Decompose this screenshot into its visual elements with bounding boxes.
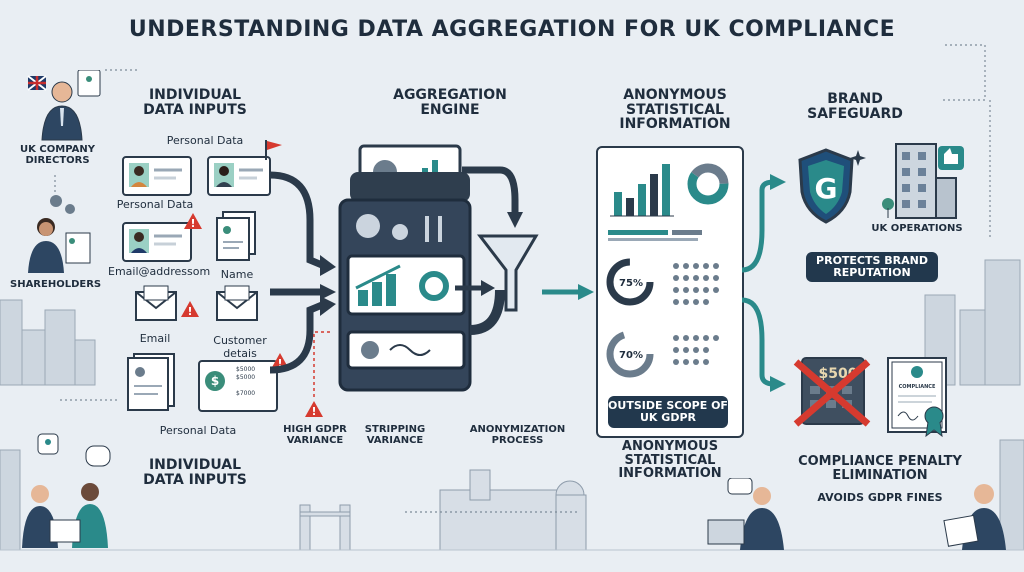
stripping-label: STRIPPING VARIANCE [364, 424, 426, 446]
operations-label: UK OPERATIONS [871, 223, 963, 234]
compliance-certificate-icon: COMPLIANCE [887, 357, 947, 438]
crossed-fine-icon: $500 [793, 357, 871, 427]
brand-heading: BRAND SAFEGUARD [807, 91, 903, 122]
red-flag-icon [265, 140, 282, 160]
svg-text:G: G [815, 172, 838, 205]
shield-icon: G [798, 148, 866, 224]
inputs-heading-bottom: INDIVIDUAL DATA INPUTS [143, 457, 247, 488]
reviewer-icon [943, 484, 1006, 550]
svg-text:!: ! [277, 357, 282, 370]
email-address-label: Email@addressom [108, 265, 211, 278]
shareholder-icon [28, 195, 91, 273]
aggregation-engine-machine [338, 144, 539, 392]
anonymization-label: ANONYMIZATION PROCESS [469, 424, 566, 446]
stats-data-bars [608, 230, 702, 241]
personal-data-bottom-label: Personal Data [159, 424, 237, 437]
receipt-line-2: $5000 [236, 374, 256, 381]
warning-icon: ! [181, 301, 199, 318]
svg-text:!: ! [190, 217, 195, 230]
outside-scope-badge: OUTSIDE SCOPE OF UK GDPR [608, 396, 728, 429]
name-label: Name [220, 268, 254, 281]
laptop-worker-icon [707, 478, 784, 550]
teal-arrow-to-stats [542, 284, 594, 300]
customer-envelope-icon [216, 285, 258, 321]
id-card-2 [207, 156, 271, 196]
warning-icon: ! [305, 401, 323, 418]
customer-details-label: Customer detais [213, 334, 267, 360]
directors-label: UK COMPANY DIRECTORS [20, 144, 95, 166]
receipt-card: $ $5000 $5000 $7000 [198, 360, 278, 412]
team-people-icon [22, 433, 111, 548]
documents-stack-icon [127, 353, 175, 411]
personal-data-left-label: Personal Data [116, 198, 194, 211]
id-card-3 [122, 222, 192, 262]
stats-heading-bottom: ANONYMOUS STATISTICAL INFORMATION [618, 439, 722, 482]
receipt-line-1: $5000 [236, 366, 256, 373]
stats-panel: 75% 70% OUTSIDE SCOPE OF UK GDPR [596, 146, 744, 438]
stats-donut-1 [606, 258, 719, 306]
engine-output-arrow [455, 280, 495, 296]
email-envelope-icon [135, 285, 177, 321]
stats-bar-chart [610, 163, 729, 217]
warning-icon: ! [184, 213, 202, 230]
page-title: UNDERSTANDING DATA AGGREGATION FOR UK CO… [128, 17, 896, 42]
director-icon [27, 70, 101, 141]
teal-branch-arrows [741, 174, 786, 392]
compliance-sub: AVOIDS GDPR FINES [817, 491, 943, 504]
email-label: Email [139, 332, 171, 345]
personal-data-top-label: Personal Data [166, 134, 244, 147]
compliance-heading: COMPLIANCE PENALTY ELIMINATION [798, 454, 962, 483]
svg-text:!: ! [187, 305, 192, 318]
receipt-line-3: $7000 [236, 390, 256, 397]
engine-heading: AGGREGATION ENGINE [393, 87, 507, 118]
svg-text:$: $ [211, 374, 219, 388]
svg-text:!: ! [311, 405, 316, 418]
shareholders-label: SHAREHOLDERS [10, 279, 102, 290]
inputs-heading: INDIVIDUAL DATA INPUTS [143, 87, 247, 118]
stats-pct-70: 70% [619, 350, 643, 361]
stats-donut-2 [606, 330, 719, 378]
input-arrows [270, 171, 336, 374]
document-icon [216, 211, 256, 261]
compliance-doc-text: COMPLIANCE [899, 384, 936, 390]
protects-brand-badge: PROTECTS BRAND REPUTATION [806, 252, 938, 283]
stats-pct-75: 75% [619, 278, 643, 289]
variance-connector [313, 331, 330, 400]
office-building-icon [882, 143, 964, 219]
high-gdpr-label: HIGH GDPR VARIANCE [283, 424, 347, 446]
stats-heading: ANONYMOUS STATISTICAL INFORMATION [619, 87, 731, 133]
id-card-1 [122, 156, 192, 196]
